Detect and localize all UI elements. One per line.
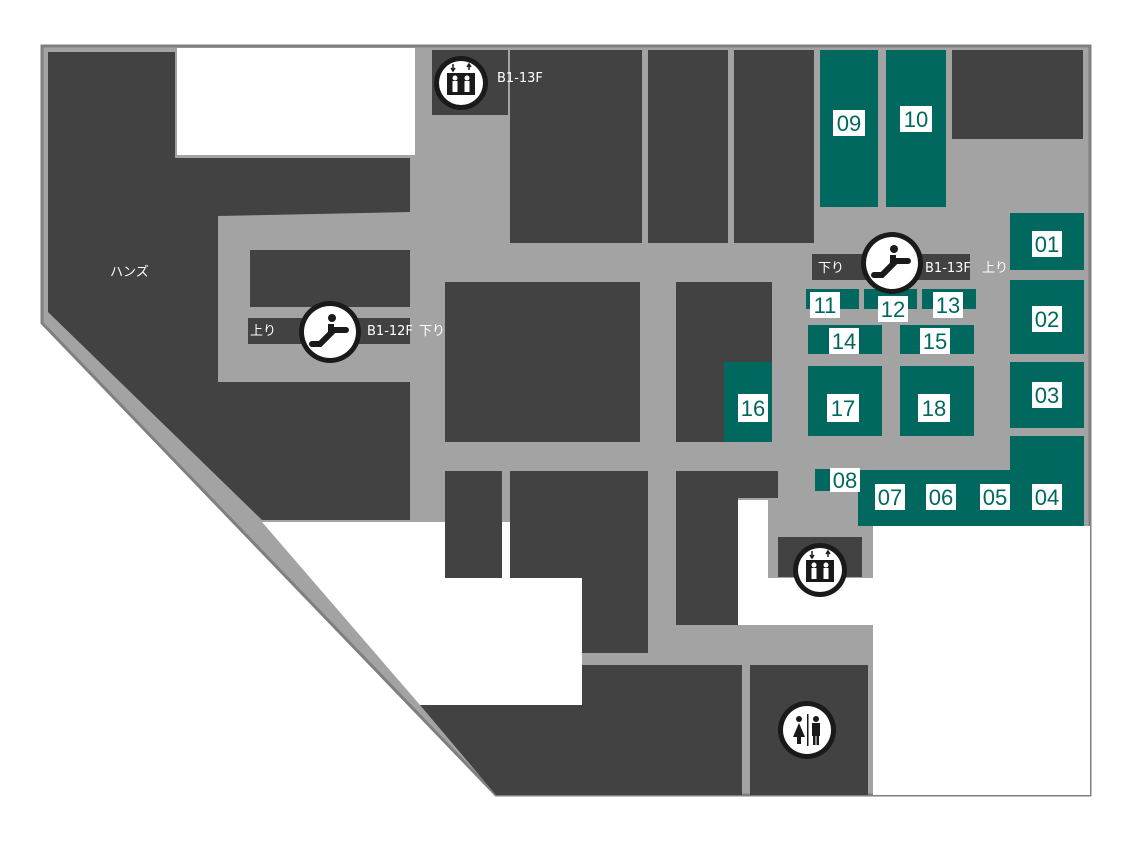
block: [648, 50, 728, 243]
shop-11[interactable]: 11: [810, 292, 840, 318]
shop-number: 07: [878, 485, 902, 510]
shop-05[interactable]: 05: [980, 484, 1010, 510]
shop-number: 15: [923, 329, 947, 354]
block: [445, 282, 640, 442]
block: [676, 471, 778, 625]
shop-number: 04: [1035, 485, 1059, 510]
shop-number: 11: [814, 293, 837, 318]
restroom-icon[interactable]: [778, 701, 836, 759]
shop-07[interactable]: 07: [875, 484, 905, 510]
shop-number: 10: [904, 107, 928, 132]
escalator-left-down: 下り: [419, 324, 445, 339]
shop-13[interactable]: 13: [933, 292, 963, 318]
shop-labels: 01 02 03 04 05 06 07 08 09 10 11 12 13 1…: [738, 106, 1062, 510]
escalator-left-floors: B1-12F: [367, 324, 413, 339]
store-hands[interactable]: [48, 52, 410, 520]
shop-number: 03: [1035, 383, 1059, 408]
shop-number: 16: [741, 396, 765, 421]
exterior-top: [177, 48, 415, 155]
shop-04[interactable]: 04: [1032, 484, 1062, 510]
shop-number: 09: [837, 111, 861, 136]
shop-number: 13: [936, 293, 960, 318]
block: [250, 250, 410, 307]
shop-04-07-area[interactable]: [858, 436, 1084, 526]
shop-08[interactable]: 08: [830, 468, 860, 493]
shop-01[interactable]: 01: [1032, 231, 1062, 257]
shop-09[interactable]: 09: [833, 110, 865, 136]
escalator-right-down: 下り: [818, 261, 844, 276]
shop-12[interactable]: 12: [878, 296, 908, 322]
shop-03[interactable]: 03: [1032, 382, 1062, 408]
shop-02[interactable]: 02: [1032, 306, 1062, 332]
shop-number: 02: [1035, 307, 1059, 332]
block: [510, 471, 648, 653]
block: [445, 471, 502, 578]
block: [952, 50, 1083, 139]
shop-number: 14: [832, 329, 856, 354]
escalator-icon[interactable]: [861, 232, 923, 294]
escalator-icon[interactable]: [299, 301, 361, 363]
shop-17[interactable]: 17: [827, 394, 859, 422]
shop-number: 12: [881, 297, 905, 322]
elevator-top-label: B1-13F: [497, 71, 543, 86]
escalator-right-up: 上り: [982, 261, 1008, 276]
shop-16[interactable]: 16: [738, 394, 768, 422]
escalator-left-up: 上り: [250, 324, 276, 339]
block: [510, 50, 642, 243]
shop-15[interactable]: 15: [920, 328, 950, 354]
shop-number: 01: [1035, 232, 1059, 257]
elevator-icon[interactable]: [793, 543, 847, 597]
shop-18[interactable]: 18: [918, 394, 950, 422]
shop-14[interactable]: 14: [829, 328, 859, 354]
shop-10[interactable]: 10: [900, 106, 932, 132]
block: [420, 665, 742, 795]
shop-number: 17: [831, 396, 855, 421]
exterior-bottom-right: [738, 500, 1090, 795]
block: [734, 50, 814, 243]
shop-06[interactable]: 06: [926, 484, 956, 510]
shop-number: 08: [833, 468, 857, 493]
shop-number: 05: [983, 485, 1007, 510]
shop-number: 06: [929, 485, 953, 510]
store-hands-label: ハンズ: [110, 264, 149, 280]
shop-number: 18: [922, 396, 946, 421]
elevator-icon[interactable]: [434, 56, 488, 110]
escalator-right-floors: B1-13F: [925, 261, 971, 276]
